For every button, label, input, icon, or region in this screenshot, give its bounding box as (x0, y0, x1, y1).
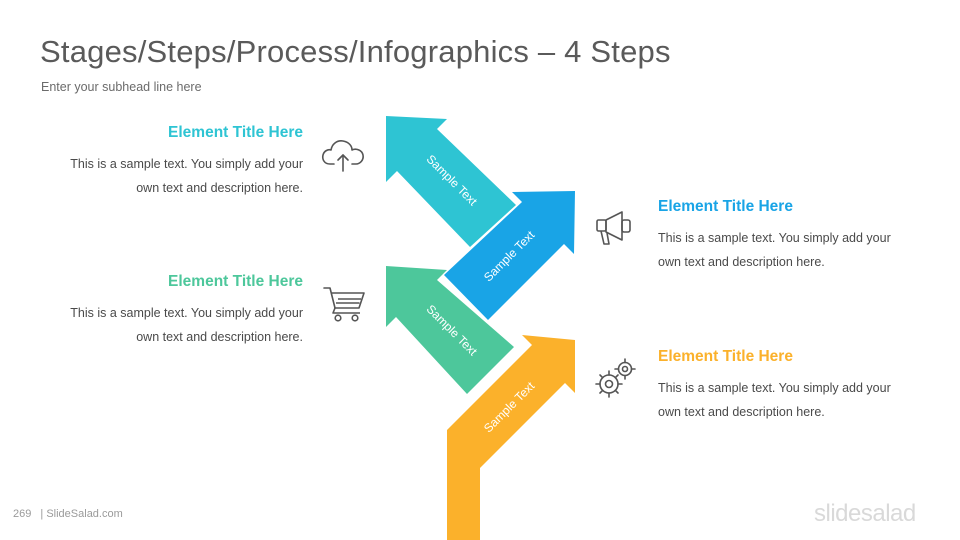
brand-logo: slidesalad (814, 500, 916, 527)
step-title: Element Title Here (168, 273, 303, 290)
step-description-line1: This is a sample text. You simply add yo… (70, 306, 303, 320)
page-subhead: Enter your subhead line here (41, 80, 202, 94)
cloud-upload-icon (321, 140, 364, 172)
step-title: Element Title Here (168, 124, 303, 141)
step-block-3: Element Title Here This is a sample text… (43, 273, 303, 349)
arrow-cyan (386, 116, 516, 247)
gears-icon (595, 358, 636, 398)
step-description-line2: own text and description here. (658, 255, 825, 269)
megaphone-icon (596, 211, 631, 245)
step-description-line1: This is a sample text. You simply add yo… (658, 231, 891, 245)
page-number: 269 (13, 508, 32, 520)
step-title: Element Title Here (658, 198, 793, 215)
step-description-line2: own text and description here. (136, 181, 303, 195)
footer-site: | SlideSalad.com (40, 508, 123, 520)
step-description-line2: own text and description here. (136, 330, 303, 344)
shopping-cart-icon (323, 287, 365, 322)
step-description-line1: This is a sample text. You simply add yo… (658, 381, 891, 395)
step-block-4: Element Title Here This is a sample text… (658, 348, 918, 424)
footer: 269 | SlideSalad.com (13, 508, 123, 520)
step-description-line2: own text and description here. (658, 405, 825, 419)
step-title: Element Title Here (658, 348, 793, 365)
step-block-2: Element Title Here This is a sample text… (658, 198, 918, 274)
arrow-blue (444, 191, 575, 320)
arrow-orange (447, 335, 575, 540)
step-block-1: Element Title Here This is a sample text… (43, 124, 303, 200)
arrow-green (386, 266, 514, 394)
page-title: Stages/Steps/Process/Infographics – 4 St… (40, 34, 671, 69)
step-description-line1: This is a sample text. You simply add yo… (70, 157, 303, 171)
